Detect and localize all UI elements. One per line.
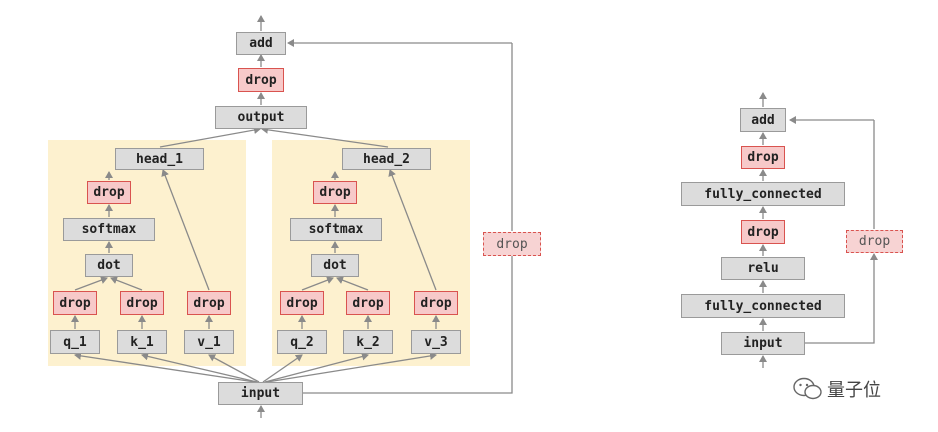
v-1-node: v_1 bbox=[184, 330, 234, 354]
q-1-node: q_1 bbox=[50, 330, 100, 354]
k-2-node: k_2 bbox=[343, 330, 393, 354]
chat-bubble-icon bbox=[793, 377, 822, 400]
drop-node-top: drop bbox=[238, 68, 284, 92]
ffn-fully-connected-bottom: fully_connected bbox=[681, 294, 845, 318]
ffn-relu-node: relu bbox=[721, 257, 805, 280]
head-1-panel bbox=[48, 140, 246, 366]
residual-drop-node: drop bbox=[483, 232, 541, 256]
ffn-drop-top: drop bbox=[741, 146, 785, 169]
head-1-node: head_1 bbox=[115, 148, 204, 170]
head-2-node: head_2 bbox=[342, 148, 431, 170]
head-1-drop-q: drop bbox=[53, 291, 97, 315]
head-2-dot-node: dot bbox=[311, 254, 359, 277]
q-2-node: q_2 bbox=[277, 330, 327, 354]
head-1-drop-k: drop bbox=[120, 291, 164, 315]
ffn-drop-mid: drop bbox=[741, 220, 785, 244]
input-node: input bbox=[218, 382, 303, 405]
head-1-drop-after-softmax: drop bbox=[87, 181, 131, 204]
v-3-node: v_3 bbox=[411, 330, 461, 354]
head-2-softmax-node: softmax bbox=[290, 218, 382, 241]
head-2-drop-after-softmax: drop bbox=[313, 181, 357, 204]
head-2-drop-v: drop bbox=[414, 291, 458, 315]
ffn-fully-connected-top: fully_connected bbox=[681, 182, 845, 206]
output-node: output bbox=[215, 106, 307, 129]
watermark-logo: 量子位 bbox=[793, 376, 881, 402]
ffn-residual-drop-node: drop bbox=[846, 230, 903, 253]
head-1-dot-node: dot bbox=[85, 254, 133, 277]
k-1-node: k_1 bbox=[117, 330, 167, 354]
head-1-softmax-node: softmax bbox=[63, 218, 155, 241]
watermark-text: 量子位 bbox=[827, 380, 881, 401]
head-1-drop-v: drop bbox=[187, 291, 231, 315]
add-node: add bbox=[236, 32, 286, 55]
ffn-add-node: add bbox=[740, 108, 786, 132]
head-2-panel bbox=[272, 140, 470, 366]
head-2-drop-q: drop bbox=[280, 291, 324, 315]
head-2-drop-k: drop bbox=[346, 291, 390, 315]
ffn-input-node: input bbox=[721, 332, 805, 355]
